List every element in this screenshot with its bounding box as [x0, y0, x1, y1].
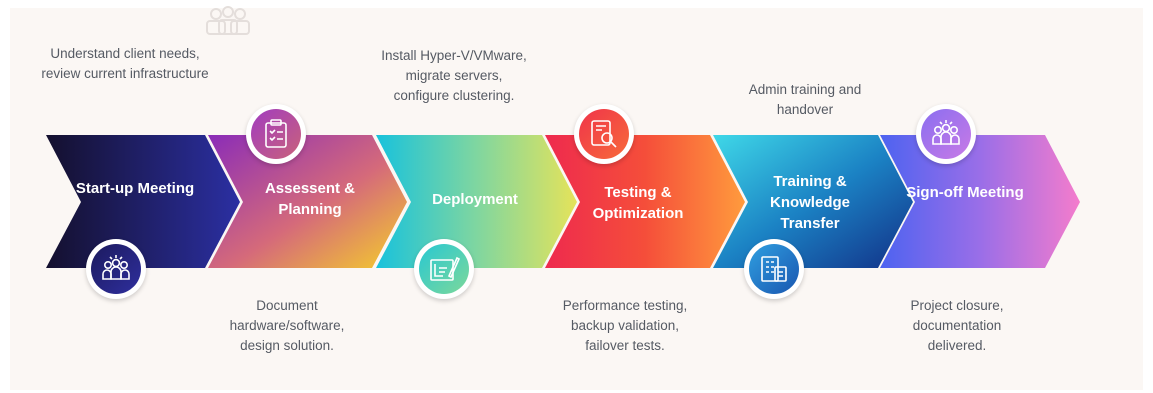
stage-1-chevron	[46, 135, 240, 268]
faded-team-icon	[206, 6, 250, 35]
stage-2-badge	[246, 104, 306, 164]
stage-2-description: Document hardware/software, design solut…	[229, 298, 345, 353]
stage-6-badge	[916, 104, 976, 164]
stage-1-badge	[86, 239, 146, 299]
stage-3-label: Deployment	[432, 191, 518, 208]
stage-3-chevron	[376, 135, 577, 268]
blueprint-pencil-icon	[430, 256, 461, 281]
stage-3-badge	[414, 239, 474, 299]
stage-4-badge	[574, 104, 634, 164]
stage-1-description: Understand client needs, review current …	[41, 46, 209, 81]
stage-6-label: Sign-off Meeting	[906, 184, 1024, 201]
stage-6-chevron	[880, 135, 1080, 268]
team-meeting-icon	[102, 255, 130, 280]
stage-5-label: Training & Knowledge Transfer	[769, 173, 850, 232]
stage-2-label: Assessent & Planning	[264, 180, 356, 218]
stage-4-chevron	[545, 135, 745, 268]
team-meeting-icon	[932, 120, 960, 145]
building-document-icon	[761, 256, 787, 282]
stage-5-chevron	[713, 135, 913, 268]
stage-1-label: Start-up Meeting	[75, 180, 195, 197]
stage-2-chevron	[208, 135, 407, 268]
stage-4-label: Testing & Optimization	[592, 184, 684, 222]
stage-5-description: Admin training and handover	[748, 82, 862, 117]
stage-3-description: Install Hyper-V/VMware, migrate servers,…	[381, 48, 527, 103]
stage-5-badge	[744, 239, 804, 299]
clipboard-checklist-icon	[265, 119, 287, 148]
stage-6-description: Project closure, documentation delivered…	[910, 298, 1004, 353]
stage-4-description: Performance testing, backup validation, …	[562, 298, 688, 353]
document-magnifier-icon	[591, 120, 617, 148]
